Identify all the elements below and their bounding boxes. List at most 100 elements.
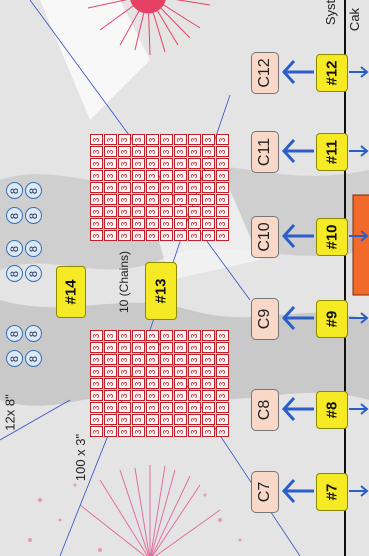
- shell-8in[interactable]: 8: [25, 207, 42, 224]
- shell-3in[interactable]: 3: [216, 342, 229, 353]
- shell-3in[interactable]: 3: [160, 366, 173, 377]
- shell-3in[interactable]: 3: [188, 146, 201, 157]
- shell-3in[interactable]: 3: [216, 230, 229, 241]
- shell-3in[interactable]: 3: [160, 330, 173, 341]
- shell-3in[interactable]: 3: [118, 342, 131, 353]
- shell-3in[interactable]: 3: [118, 194, 131, 205]
- shell-3in[interactable]: 3: [174, 390, 187, 401]
- shell-3in[interactable]: 3: [132, 402, 145, 413]
- shell-3in[interactable]: 3: [160, 390, 173, 401]
- shell-8in[interactable]: 8: [25, 350, 42, 367]
- shell-3in[interactable]: 3: [202, 378, 215, 389]
- shell-3in[interactable]: 3: [90, 330, 103, 341]
- shell-3in[interactable]: 3: [90, 170, 103, 181]
- shell-3in[interactable]: 3: [174, 378, 187, 389]
- shell-3in[interactable]: 3: [188, 230, 201, 241]
- shell-3in[interactable]: 3: [174, 158, 187, 169]
- shell-3in[interactable]: 3: [174, 354, 187, 365]
- shell-3in[interactable]: 3: [202, 146, 215, 157]
- shell-3in[interactable]: 3: [132, 134, 145, 145]
- shell-3in[interactable]: 3: [202, 366, 215, 377]
- shell-3in[interactable]: 3: [132, 378, 145, 389]
- shell-3in[interactable]: 3: [160, 146, 173, 157]
- shell-3in[interactable]: 3: [90, 146, 103, 157]
- shell-3in[interactable]: 3: [188, 170, 201, 181]
- shell-3in[interactable]: 3: [188, 134, 201, 145]
- shell-3in[interactable]: 3: [90, 390, 103, 401]
- shell-3in[interactable]: 3: [132, 330, 145, 341]
- shell-3in[interactable]: 3: [104, 390, 117, 401]
- shell-3in[interactable]: 3: [146, 390, 159, 401]
- shell-3in[interactable]: 3: [146, 134, 159, 145]
- shell-3in[interactable]: 3: [216, 414, 229, 425]
- shell-3in[interactable]: 3: [90, 134, 103, 145]
- shell-3in[interactable]: 3: [146, 414, 159, 425]
- shell-3in[interactable]: 3: [146, 366, 159, 377]
- shell-3in[interactable]: 3: [174, 182, 187, 193]
- shell-3in[interactable]: 3: [118, 206, 131, 217]
- shell-3in[interactable]: 3: [146, 230, 159, 241]
- shell-3in[interactable]: 3: [104, 378, 117, 389]
- shell-3in[interactable]: 3: [202, 330, 215, 341]
- shell-3in[interactable]: 3: [216, 378, 229, 389]
- shell-3in[interactable]: 3: [146, 170, 159, 181]
- shell-3in[interactable]: 3: [216, 170, 229, 181]
- shell-3in[interactable]: 3: [174, 194, 187, 205]
- shell-3in[interactable]: 3: [160, 426, 173, 437]
- badge-11[interactable]: #11: [316, 133, 348, 171]
- shell-3in[interactable]: 3: [90, 206, 103, 217]
- shell-3in[interactable]: 3: [132, 354, 145, 365]
- shell-3in[interactable]: 3: [160, 414, 173, 425]
- shell-3in[interactable]: 3: [90, 182, 103, 193]
- shell-3in[interactable]: 3: [118, 230, 131, 241]
- shell-3in[interactable]: 3: [160, 158, 173, 169]
- shell-3in[interactable]: 3: [174, 218, 187, 229]
- shell-3in[interactable]: 3: [216, 158, 229, 169]
- shell-3in[interactable]: 3: [202, 230, 215, 241]
- shell-3in[interactable]: 3: [202, 426, 215, 437]
- shell-3in[interactable]: 3: [132, 342, 145, 353]
- shell-3in[interactable]: 3: [118, 402, 131, 413]
- shell-3in[interactable]: 3: [104, 414, 117, 425]
- shell-3in[interactable]: 3: [146, 146, 159, 157]
- shell-3in[interactable]: 3: [188, 330, 201, 341]
- shell-3in[interactable]: 3: [174, 146, 187, 157]
- shell-3in[interactable]: 3: [90, 414, 103, 425]
- shell-3in[interactable]: 3: [188, 402, 201, 413]
- shell-3in[interactable]: 3: [104, 330, 117, 341]
- shell-3in[interactable]: 3: [174, 414, 187, 425]
- shell-3in[interactable]: 3: [132, 390, 145, 401]
- shell-3in[interactable]: 3: [104, 134, 117, 145]
- cake-c10[interactable]: C10: [251, 216, 279, 258]
- shell-3in[interactable]: 3: [118, 182, 131, 193]
- shell-3in[interactable]: 3: [216, 146, 229, 157]
- shell-3in[interactable]: 3: [202, 206, 215, 217]
- shell-3in[interactable]: 3: [216, 194, 229, 205]
- shell-3in[interactable]: 3: [118, 330, 131, 341]
- shell-3in[interactable]: 3: [160, 182, 173, 193]
- shell-3in[interactable]: 3: [174, 426, 187, 437]
- shell-3in[interactable]: 3: [160, 342, 173, 353]
- shell-8in[interactable]: 8: [6, 325, 23, 342]
- shell-3in[interactable]: 3: [146, 330, 159, 341]
- cake-c12[interactable]: C12: [251, 52, 279, 94]
- shell-3in[interactable]: 3: [188, 426, 201, 437]
- shell-8in[interactable]: 8: [25, 240, 42, 257]
- cake-c8[interactable]: C8: [251, 389, 279, 431]
- cake-c11[interactable]: C11: [251, 131, 279, 173]
- shell-3in[interactable]: 3: [146, 194, 159, 205]
- shell-3in[interactable]: 3: [132, 146, 145, 157]
- shell-3in[interactable]: 3: [216, 218, 229, 229]
- shell-3in[interactable]: 3: [90, 230, 103, 241]
- shell-3in[interactable]: 3: [90, 378, 103, 389]
- shell-3in[interactable]: 3: [174, 402, 187, 413]
- shell-3in[interactable]: 3: [104, 354, 117, 365]
- shell-3in[interactable]: 3: [160, 134, 173, 145]
- shell-3in[interactable]: 3: [118, 134, 131, 145]
- shell-3in[interactable]: 3: [118, 170, 131, 181]
- badge-8[interactable]: #8: [316, 391, 348, 429]
- shell-3in[interactable]: 3: [216, 182, 229, 193]
- shell-3in[interactable]: 3: [216, 134, 229, 145]
- badge-7[interactable]: #7: [316, 473, 348, 511]
- shell-3in[interactable]: 3: [132, 158, 145, 169]
